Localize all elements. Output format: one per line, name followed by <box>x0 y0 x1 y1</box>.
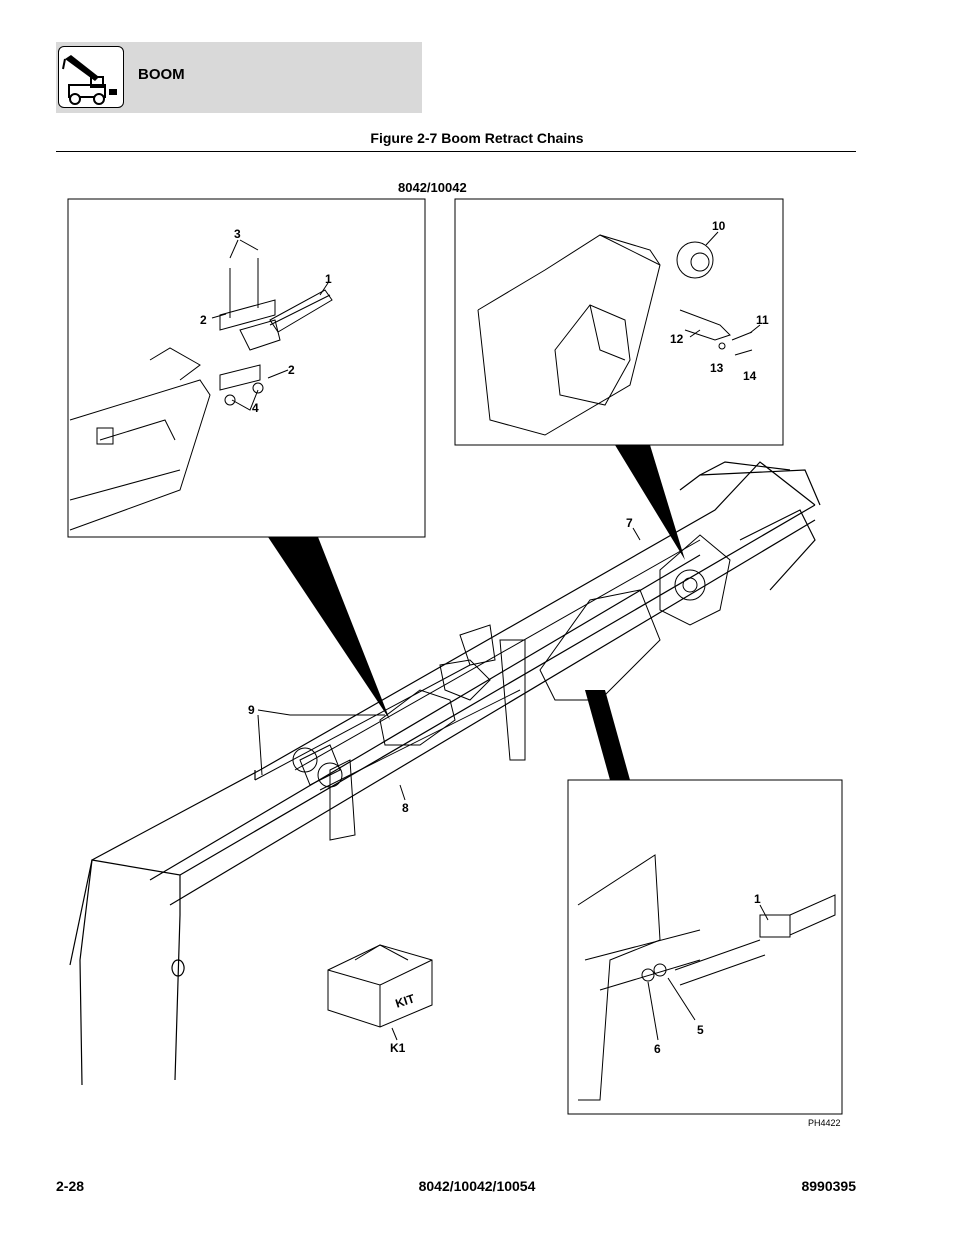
callout-9: 9 <box>248 703 255 717</box>
leader-5 <box>667 977 696 1021</box>
leader-9 <box>257 709 385 716</box>
section-title: BOOM <box>138 66 185 83</box>
callout-10: 10 <box>712 219 726 233</box>
pointer-wedge-bottom <box>585 690 630 780</box>
leader-10 <box>705 231 719 246</box>
sheave-detail <box>477 234 753 436</box>
leader-k1 <box>391 1027 398 1041</box>
footer-models: 8042/10042/10054 <box>418 1178 536 1194</box>
callout-2a: 2 <box>200 313 207 327</box>
leader-1b <box>759 904 769 921</box>
callout-k1: K1 <box>390 1041 406 1055</box>
kit-label: KIT <box>394 991 417 1010</box>
kit-box <box>327 944 433 1028</box>
callout-1b: 1 <box>754 892 761 906</box>
detail-box-top-right <box>454 198 784 446</box>
leader-3 <box>229 239 239 259</box>
image-id: PH4422 <box>808 1118 841 1128</box>
model-label: 8042/10042 <box>398 180 467 195</box>
leader-6 <box>647 981 659 1041</box>
page-number: 2-28 <box>56 1178 85 1194</box>
leader-11 <box>749 324 761 334</box>
detail-box-top-left <box>67 198 426 538</box>
retract-chains <box>254 539 701 791</box>
pointer-wedge-left <box>268 537 390 720</box>
detail-box-bottom-right <box>567 779 843 1115</box>
pointer-wedge-right <box>615 445 685 560</box>
boom-details <box>292 534 731 841</box>
callout-7: 7 <box>626 516 633 530</box>
leader-2b <box>267 369 289 379</box>
leader-9b <box>257 714 263 776</box>
chain-anchor-detail <box>69 258 333 531</box>
leader-3b <box>239 239 259 251</box>
adjuster-detail <box>577 854 836 1101</box>
callout-3: 3 <box>234 227 241 241</box>
callout-2b: 2 <box>288 363 295 377</box>
boom-body <box>69 461 821 1086</box>
leader-12 <box>689 329 701 338</box>
callout-1a: 1 <box>325 272 332 286</box>
leader-1a <box>319 282 329 296</box>
leader-2a <box>211 313 227 319</box>
callout-4: 4 <box>252 401 259 415</box>
telehandler-boom-icon <box>58 46 124 108</box>
leader-8 <box>399 784 406 801</box>
callout-5: 5 <box>697 1023 704 1037</box>
callout-8: 8 <box>402 801 409 815</box>
header-rule <box>56 151 856 152</box>
leader-4 <box>231 389 259 411</box>
leader-7 <box>632 527 641 541</box>
part-number: 8990395 <box>801 1178 856 1194</box>
callout-6: 6 <box>654 1042 661 1056</box>
figure-title: Figure 2-7 Boom Retract Chains <box>370 130 584 146</box>
callout-13: 13 <box>710 361 724 375</box>
callout-11: 11 <box>756 313 769 327</box>
callout-14: 14 <box>743 369 757 383</box>
callout-12: 12 <box>670 332 684 346</box>
